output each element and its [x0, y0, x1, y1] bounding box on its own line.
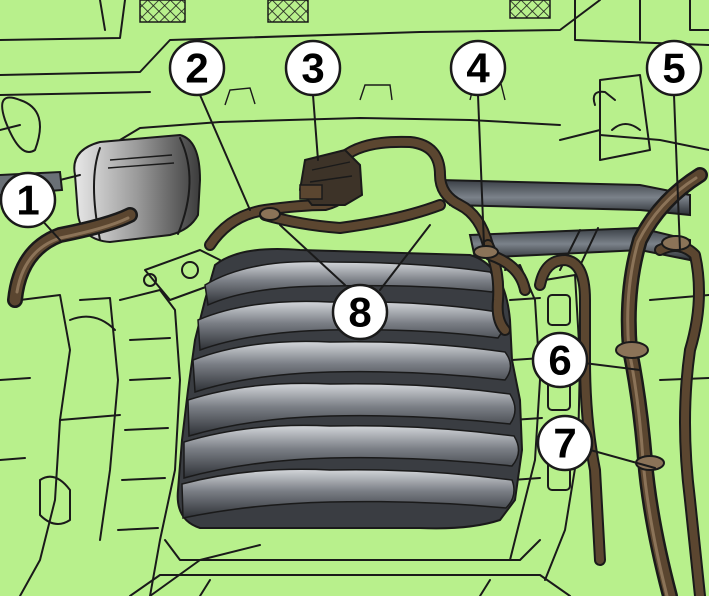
intake-bellows — [176, 248, 524, 530]
callout-8: 8 — [331, 283, 389, 341]
callout-label: 6 — [548, 337, 571, 384]
callout-1: 1 — [0, 171, 57, 229]
callout-7: 7 — [536, 414, 594, 472]
callout-label: 1 — [16, 177, 39, 224]
callout-label: 7 — [553, 420, 576, 467]
callout-label: 8 — [348, 289, 371, 336]
callout-6: 6 — [531, 331, 589, 389]
callout-2: 2 — [168, 39, 226, 97]
hose-clamps — [259, 207, 691, 471]
callout-label: 5 — [662, 45, 685, 92]
callout-label: 2 — [185, 45, 208, 92]
connector-valve — [298, 148, 364, 206]
callout-3: 3 — [284, 39, 342, 97]
callout-4: 4 — [449, 39, 507, 97]
callout-label: 4 — [466, 45, 490, 92]
callout-label: 3 — [301, 45, 324, 92]
callout-5: 5 — [645, 39, 703, 97]
